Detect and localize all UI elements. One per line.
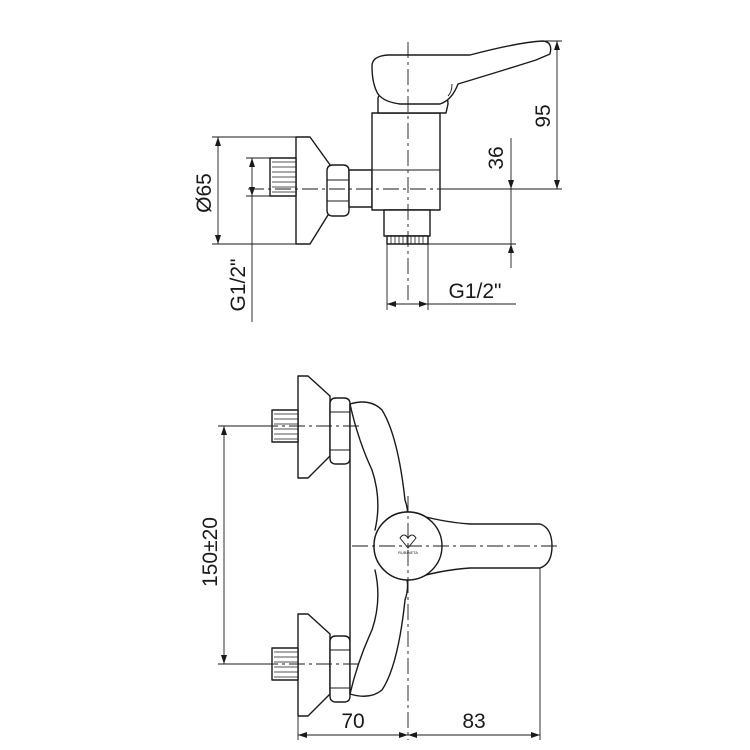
dim-horizontal: 70 83	[297, 568, 541, 740]
side-inlet-eccentric	[269, 157, 297, 197]
front-upper-flange	[297, 375, 331, 479]
dim-height-total: 95	[440, 40, 562, 190]
front-lower-nut	[329, 635, 351, 703]
dim-inlet-thread: G1/2"	[227, 157, 270, 322]
height-outlet-label: 36	[485, 146, 508, 169]
outlet-thread-label: G1/2"	[449, 280, 502, 303]
side-body	[348, 169, 373, 208]
front-view: RUBINETA 150±20 70 83	[199, 375, 558, 740]
front-lower-flange	[297, 613, 331, 717]
side-valve-body	[371, 112, 441, 211]
side-outlet-connector	[383, 209, 431, 237]
dim-outlet-thread: G1/2"	[386, 244, 516, 310]
wall-to-axis-label: 70	[341, 710, 364, 733]
inlet-thread-label: G1/2"	[227, 259, 250, 312]
inlet-spacing-label: 150±20	[199, 517, 222, 587]
dim-height-outlet: 36	[428, 138, 516, 268]
dim-inlet-spacing: 150±20	[199, 425, 272, 665]
side-lever-handle	[371, 40, 552, 105]
side-nut	[326, 164, 350, 217]
dim-flange-diameter: Ø65	[193, 136, 296, 245]
axis-to-lever-end-label: 83	[462, 710, 485, 733]
height-total-label: 95	[532, 104, 555, 127]
side-view: Ø65 G1/2" 95 36	[193, 40, 562, 322]
flange-diameter-label: Ø65	[193, 173, 216, 213]
front-upper-nut	[329, 397, 351, 465]
side-outlet-thread	[386, 235, 429, 245]
